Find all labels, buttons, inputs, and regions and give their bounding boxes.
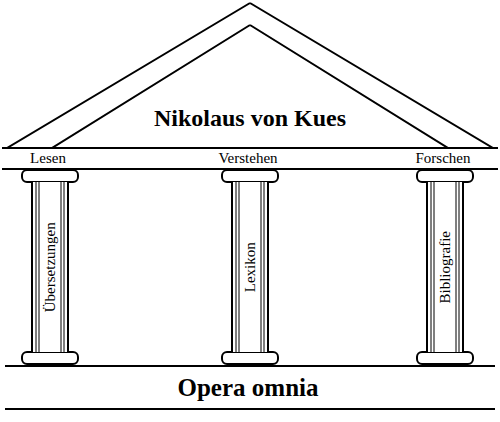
pillar-label: Lexikon (242, 242, 259, 292)
pillar-heading: Forschen (416, 150, 471, 167)
flute-line (236, 182, 237, 352)
roof-inner (52, 25, 448, 148)
temple-title: Nikolaus von Kues (154, 105, 346, 131)
column-base (22, 352, 78, 364)
flute-line (264, 182, 265, 352)
flute-line (239, 182, 240, 352)
flute-line (261, 182, 262, 352)
architrave-band: Lesen Verstehen Forschen (2, 147, 498, 170)
flute-line (61, 182, 62, 352)
pillar-label: Bibliografie (437, 231, 454, 303)
column-base (417, 352, 473, 364)
roof-outer (7, 3, 493, 148)
foundation-label: Opera omnia (178, 374, 319, 402)
column-capital (222, 170, 278, 182)
flute-line (36, 182, 37, 352)
flute-line (456, 182, 457, 352)
pillar-heading: Verstehen (218, 150, 277, 167)
flute-line (434, 182, 435, 352)
column-capital (417, 170, 473, 182)
column-base (222, 352, 278, 364)
pillar-heading: Lesen (30, 150, 66, 167)
column-shaft: Übersetzungen (31, 182, 69, 352)
flute-line (459, 182, 460, 352)
column-shaft: Bibliografie (426, 182, 464, 352)
flute-line (431, 182, 432, 352)
flute-line (64, 182, 65, 352)
roof-pediment: Nikolaus von Kues (6, 2, 494, 148)
column-capital (22, 170, 78, 182)
flute-line (39, 182, 40, 352)
foundation-band: Opera omnia (5, 365, 495, 410)
pillar-label: Übersetzungen (42, 222, 59, 312)
column-shaft: Lexikon (231, 182, 269, 352)
